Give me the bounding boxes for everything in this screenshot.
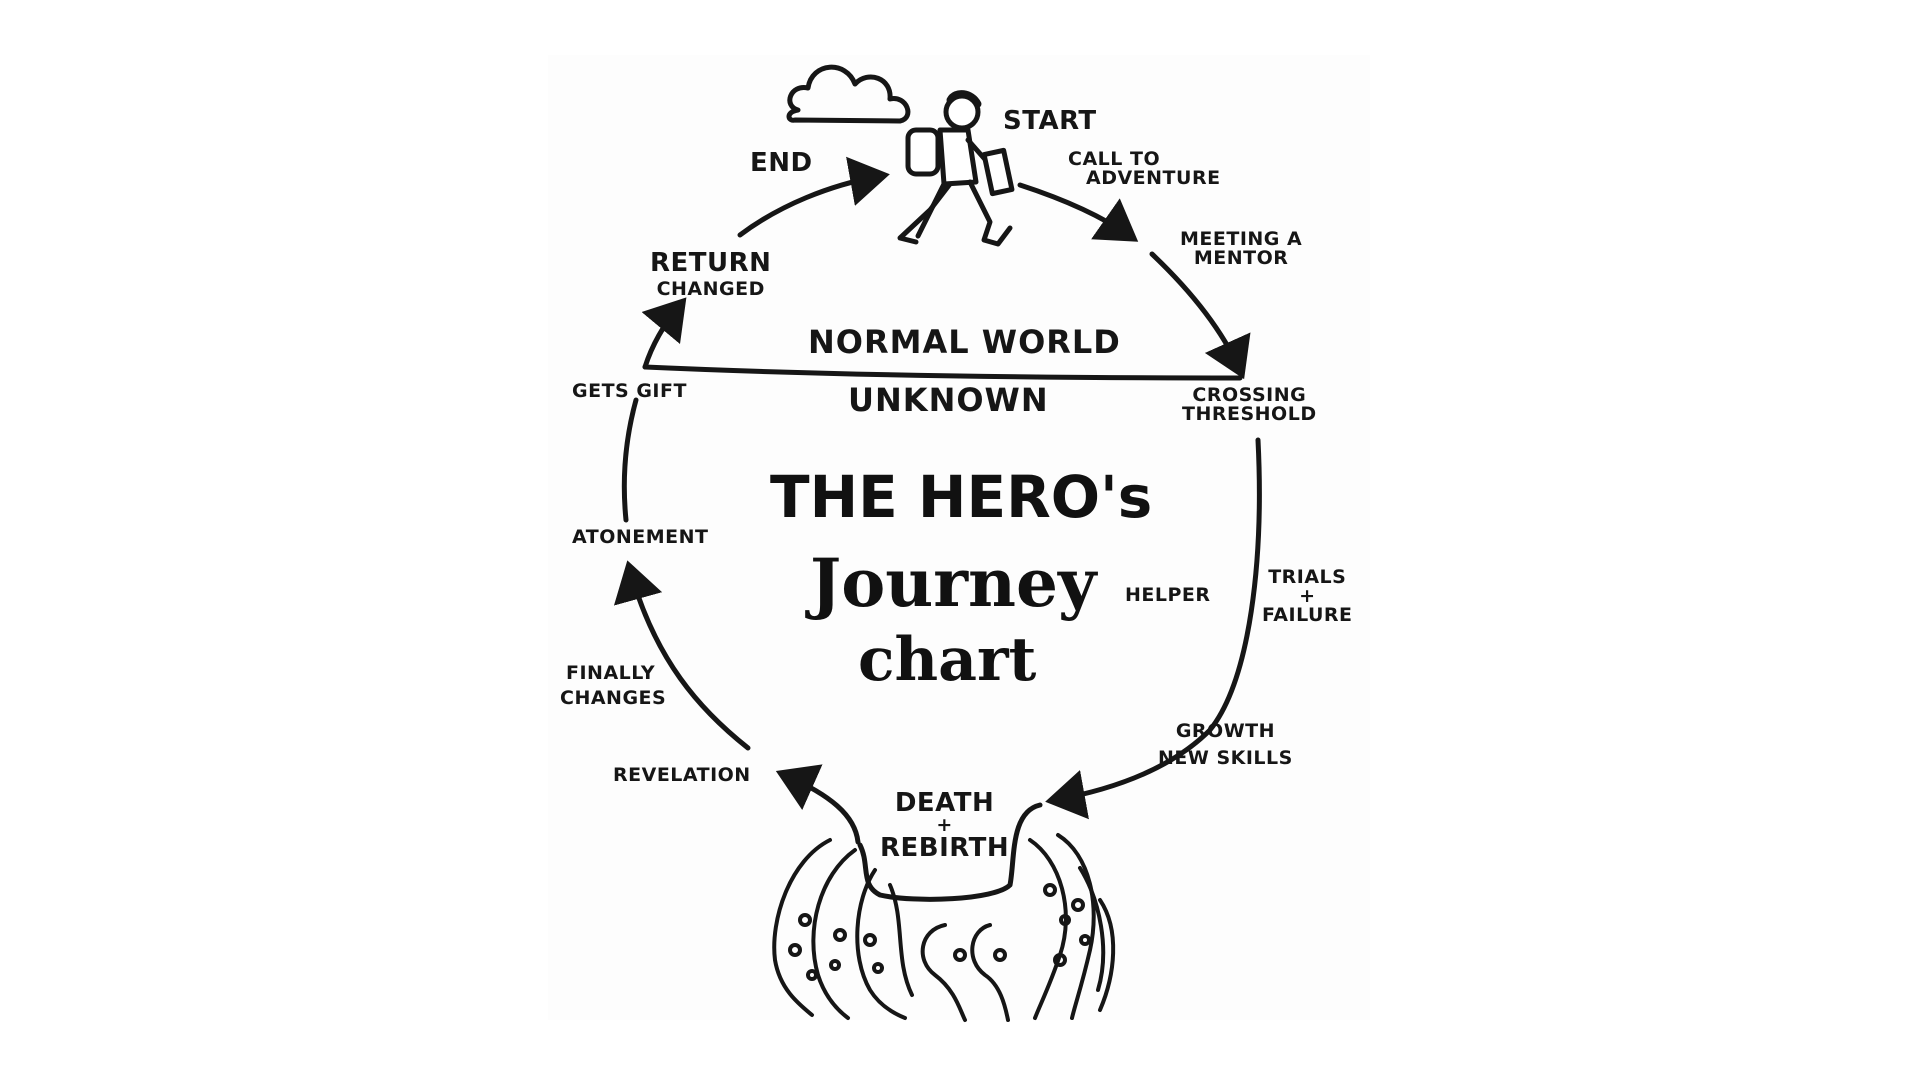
stage-gets-gift: GETS GIFT (572, 380, 687, 402)
threshold-line (642, 364, 1243, 381)
death-line-3: REBIRTH (880, 833, 1010, 863)
cloud-icon (786, 64, 911, 124)
stage-revelation: REVELATION (613, 764, 751, 786)
stage-start: START (1003, 106, 1097, 136)
stage-return-changed: RETURN CHANGED (650, 250, 771, 299)
zone-normal-world: NORMAL WORLD (808, 323, 1121, 361)
death-path (857, 802, 1043, 902)
finally-line-1: FINALLY (566, 662, 656, 684)
growth-line-2: NEW SKILLS (1158, 747, 1293, 769)
arrow-revelation (775, 764, 861, 845)
paper-background (548, 55, 1370, 1020)
death-line-2: + (936, 814, 953, 836)
stage-death-rebirth: DEATH + REBIRTH (880, 790, 1009, 861)
arrow-end (737, 156, 890, 238)
crossing-line-1: CROSSING (1192, 384, 1307, 406)
return-line-1: RETURN (650, 248, 772, 278)
mentor-line-1: MEETING A (1180, 228, 1303, 250)
stage-helper: HELPER (1125, 584, 1211, 606)
title-line-2: Journey (810, 544, 1097, 622)
title-line-3: chart (858, 625, 1037, 695)
stage-crossing-threshold: CROSSING THRESHOLD (1182, 386, 1317, 424)
hiker-icon (897, 90, 1015, 247)
arrow-call (1017, 182, 1139, 242)
crossing-line-2: THRESHOLD (1182, 403, 1317, 425)
trials-line-1: TRIALS (1268, 566, 1347, 588)
mentor-line-2: MENTOR (1193, 247, 1289, 269)
stage-end: END (750, 148, 813, 178)
stage-meeting-mentor: MEETING A MENTOR (1180, 230, 1302, 268)
stage-trials-failure: TRIALS + FAILURE (1262, 568, 1353, 625)
zone-unknown: UNKNOWN (848, 381, 1049, 419)
death-line-1: DEATH (894, 788, 995, 818)
growth-line-1: GROWTH (1175, 720, 1276, 742)
finally-line-2: CHANGES (560, 687, 667, 709)
stage-growth: GROWTH NEW SKILLS (1158, 722, 1293, 768)
arrow-mentor (1149, 251, 1251, 380)
arrow-trials (1045, 437, 1262, 820)
trials-line-2: + (1299, 585, 1316, 607)
title-line-1: THE HERO's (770, 463, 1153, 531)
tentacles-icon (772, 833, 1116, 1022)
call-line-1: CALL TO (1068, 148, 1161, 170)
stage-finally-changes: FINALLY CHANGES (560, 664, 666, 708)
arrow-atonement (613, 560, 751, 751)
stage-call-to-adventure: CALL TO ADVENTURE (1068, 150, 1221, 188)
call-line-2: ADVENTURE (1086, 167, 1221, 189)
return-line-2: CHANGED (656, 278, 765, 300)
stage-atonement: ATONEMENT (572, 526, 709, 548)
arrow-return (641, 297, 687, 370)
trials-line-3: FAILURE (1262, 604, 1353, 626)
left-arc (621, 397, 639, 523)
